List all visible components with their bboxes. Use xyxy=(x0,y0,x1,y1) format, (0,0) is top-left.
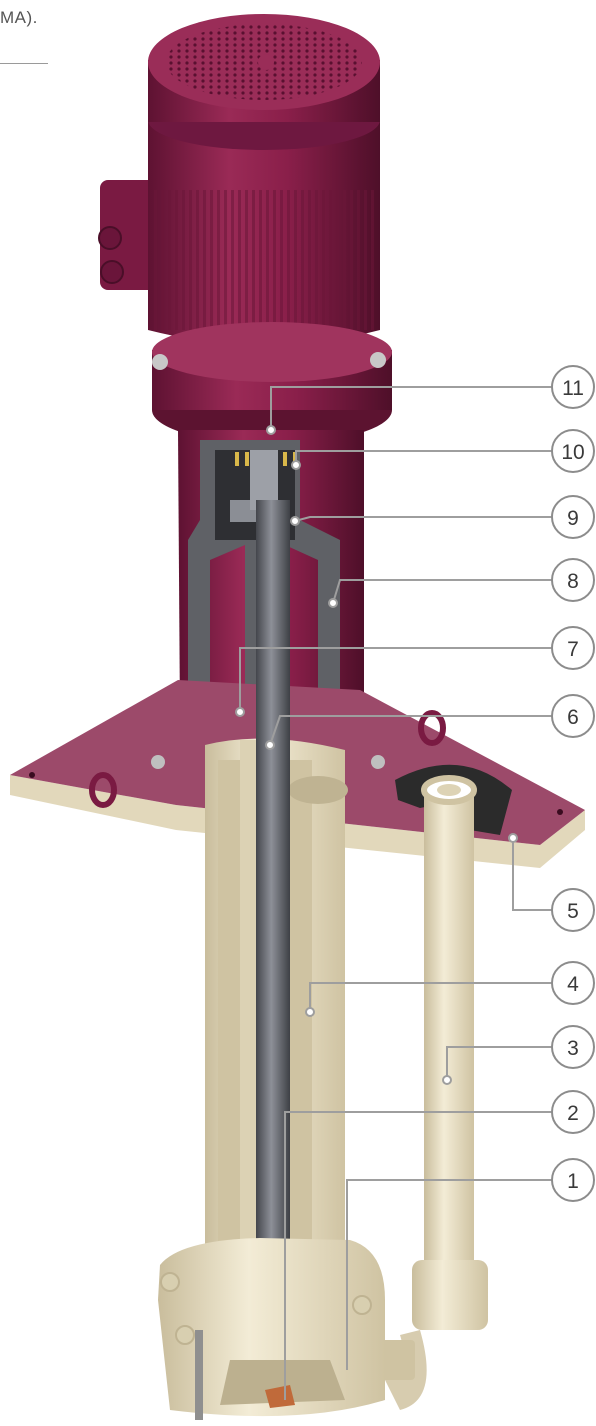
callout-10: 10 xyxy=(551,429,595,473)
callouts xyxy=(235,386,552,1400)
callout-label: 2 xyxy=(567,1102,579,1125)
impeller-section xyxy=(220,1360,345,1405)
leader-2 xyxy=(284,1111,552,1400)
column-section-right xyxy=(290,760,312,1260)
callout-label: 9 xyxy=(567,507,579,530)
cooling-fins xyxy=(150,190,378,330)
cable-gland-1 xyxy=(98,226,122,250)
motor xyxy=(98,14,392,444)
leader-3 xyxy=(446,1046,552,1080)
leader-7 xyxy=(239,647,552,712)
casing-bolt-3 xyxy=(352,1295,372,1315)
callout-label: 6 xyxy=(567,706,579,729)
callout-label: 5 xyxy=(567,900,579,923)
callout-label: 7 xyxy=(567,638,579,661)
callout-5: 5 xyxy=(551,888,595,932)
leader-8 xyxy=(332,579,552,604)
callout-label: 1 xyxy=(567,1170,579,1193)
callout-label: 4 xyxy=(567,973,579,996)
casing-bolt-2 xyxy=(175,1325,195,1345)
leader-6 xyxy=(269,715,552,746)
lifting-eye-left xyxy=(89,772,117,808)
callout-2: 2 xyxy=(551,1090,595,1134)
leader-11 xyxy=(270,386,552,430)
leader-4 xyxy=(309,982,552,1012)
callout-3: 3 xyxy=(551,1025,595,1069)
callout-6: 6 xyxy=(551,694,595,738)
callout-label: 8 xyxy=(567,570,579,593)
callout-1: 1 xyxy=(551,1158,595,1202)
callout-markers: 11 10 9 8 7 6 5 4 3 2 1 xyxy=(551,365,595,1202)
motor-flange-top xyxy=(152,322,392,382)
leader-5 xyxy=(512,838,552,911)
lifting-eye-right xyxy=(418,710,446,746)
cable-gland-2 xyxy=(100,260,124,284)
callout-label: 11 xyxy=(562,377,584,400)
callout-label: 10 xyxy=(561,441,584,464)
callout-7: 7 xyxy=(551,626,595,670)
callout-label: 3 xyxy=(567,1037,579,1060)
callout-8: 8 xyxy=(551,558,595,602)
column-section-left xyxy=(218,760,240,1260)
pump-casing xyxy=(158,1238,385,1420)
callout-9: 9 xyxy=(551,495,595,539)
flange-bolt xyxy=(152,354,168,370)
leader-1 xyxy=(346,1179,552,1370)
discharge-flange xyxy=(412,1260,488,1330)
callout-4: 4 xyxy=(551,961,595,1005)
caption-divider xyxy=(0,63,48,64)
discharge-pipe xyxy=(365,775,488,1410)
caption-text: MA). xyxy=(0,8,38,27)
leader-9 xyxy=(294,516,552,522)
callout-11: 11 xyxy=(551,365,595,409)
casing-bolt-1 xyxy=(160,1272,180,1292)
